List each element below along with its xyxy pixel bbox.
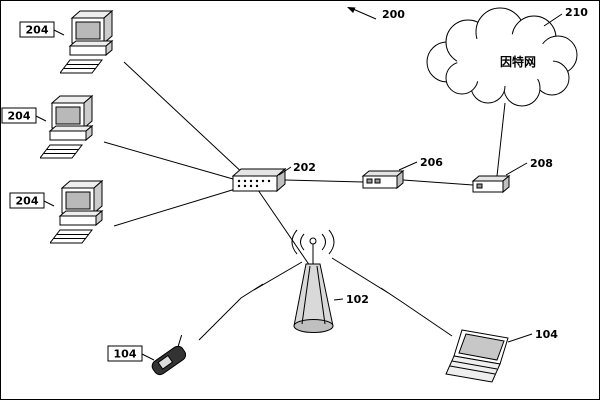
link-pc1-switch xyxy=(123,61,248,178)
pc3-label-box xyxy=(9,192,45,209)
radio-wave-right-2 xyxy=(328,229,335,255)
modem-leader-line xyxy=(398,161,418,171)
mobile-phone: 104 xyxy=(107,334,187,376)
laptop-leader-line xyxy=(507,333,533,343)
pc1-ref-label: 204 xyxy=(26,24,49,37)
wired-links xyxy=(103,61,506,267)
figure-ref-label: 200 xyxy=(382,8,405,21)
internet-cloud: 因特网 210 xyxy=(426,6,588,107)
reference-arrow xyxy=(352,8,377,20)
phone-screen xyxy=(157,354,174,370)
link-pc3-switch xyxy=(113,186,243,227)
pc1-leader-line xyxy=(53,29,65,36)
antenna-tip xyxy=(309,237,317,245)
radio-wave-left-1 xyxy=(300,233,305,251)
laptop: 104 xyxy=(445,328,558,383)
gateway: 208 xyxy=(471,157,553,194)
laptop-screen xyxy=(458,333,505,361)
phone-leader-line xyxy=(141,353,155,361)
radio-wave-right-1 xyxy=(321,233,326,251)
wireless-link-laptop xyxy=(331,257,453,337)
wireless-link-phone xyxy=(198,261,303,341)
figure-reference: 200 xyxy=(347,7,405,21)
basestation-leader-line xyxy=(333,298,344,301)
cloud-leader-line xyxy=(543,13,563,27)
pc2-label-box xyxy=(1,107,37,124)
link-modem-gateway xyxy=(402,179,474,186)
internet-label: 因特网 xyxy=(500,54,536,69)
gateway-leader-line xyxy=(505,162,528,176)
pc3-ref-label: 204 xyxy=(16,195,39,208)
network-switch: 202 xyxy=(231,161,316,193)
pc2-ref-label: 204 xyxy=(8,110,31,123)
switch-leader-line xyxy=(278,166,292,176)
base-station: 102 xyxy=(291,229,369,333)
pc1-label-box xyxy=(19,21,55,38)
link-pc2-switch xyxy=(103,141,241,182)
pc3-leader-line xyxy=(43,200,55,207)
phone-label-box xyxy=(107,345,143,362)
link-gateway-cloud xyxy=(496,102,506,177)
reference-arrowhead xyxy=(347,7,356,13)
wireless-links xyxy=(198,257,453,341)
desktop-computer-1: 204 xyxy=(19,11,112,73)
desktop-computer-3: 204 xyxy=(9,181,102,243)
desktop-computer-2: 204 xyxy=(1,96,92,158)
cloud-ref-label: 210 xyxy=(565,6,588,19)
phone-antenna xyxy=(177,334,183,347)
basestation-ref-label: 102 xyxy=(346,293,369,306)
basestation-base xyxy=(293,319,334,333)
cloud-core xyxy=(457,34,553,86)
link-switch-basestation xyxy=(257,189,311,267)
pc2-leader-line xyxy=(35,115,47,122)
gateway-ref-label: 208 xyxy=(530,157,553,170)
radio-wave-left-2 xyxy=(291,229,298,255)
phone-ref-label: 104 xyxy=(114,348,137,361)
laptop-ref-label: 104 xyxy=(535,328,558,341)
modem: 206 xyxy=(361,156,443,190)
modem-ref-label: 206 xyxy=(420,156,443,169)
link-switch-modem xyxy=(284,179,364,183)
switch-ref-label: 202 xyxy=(293,161,316,174)
